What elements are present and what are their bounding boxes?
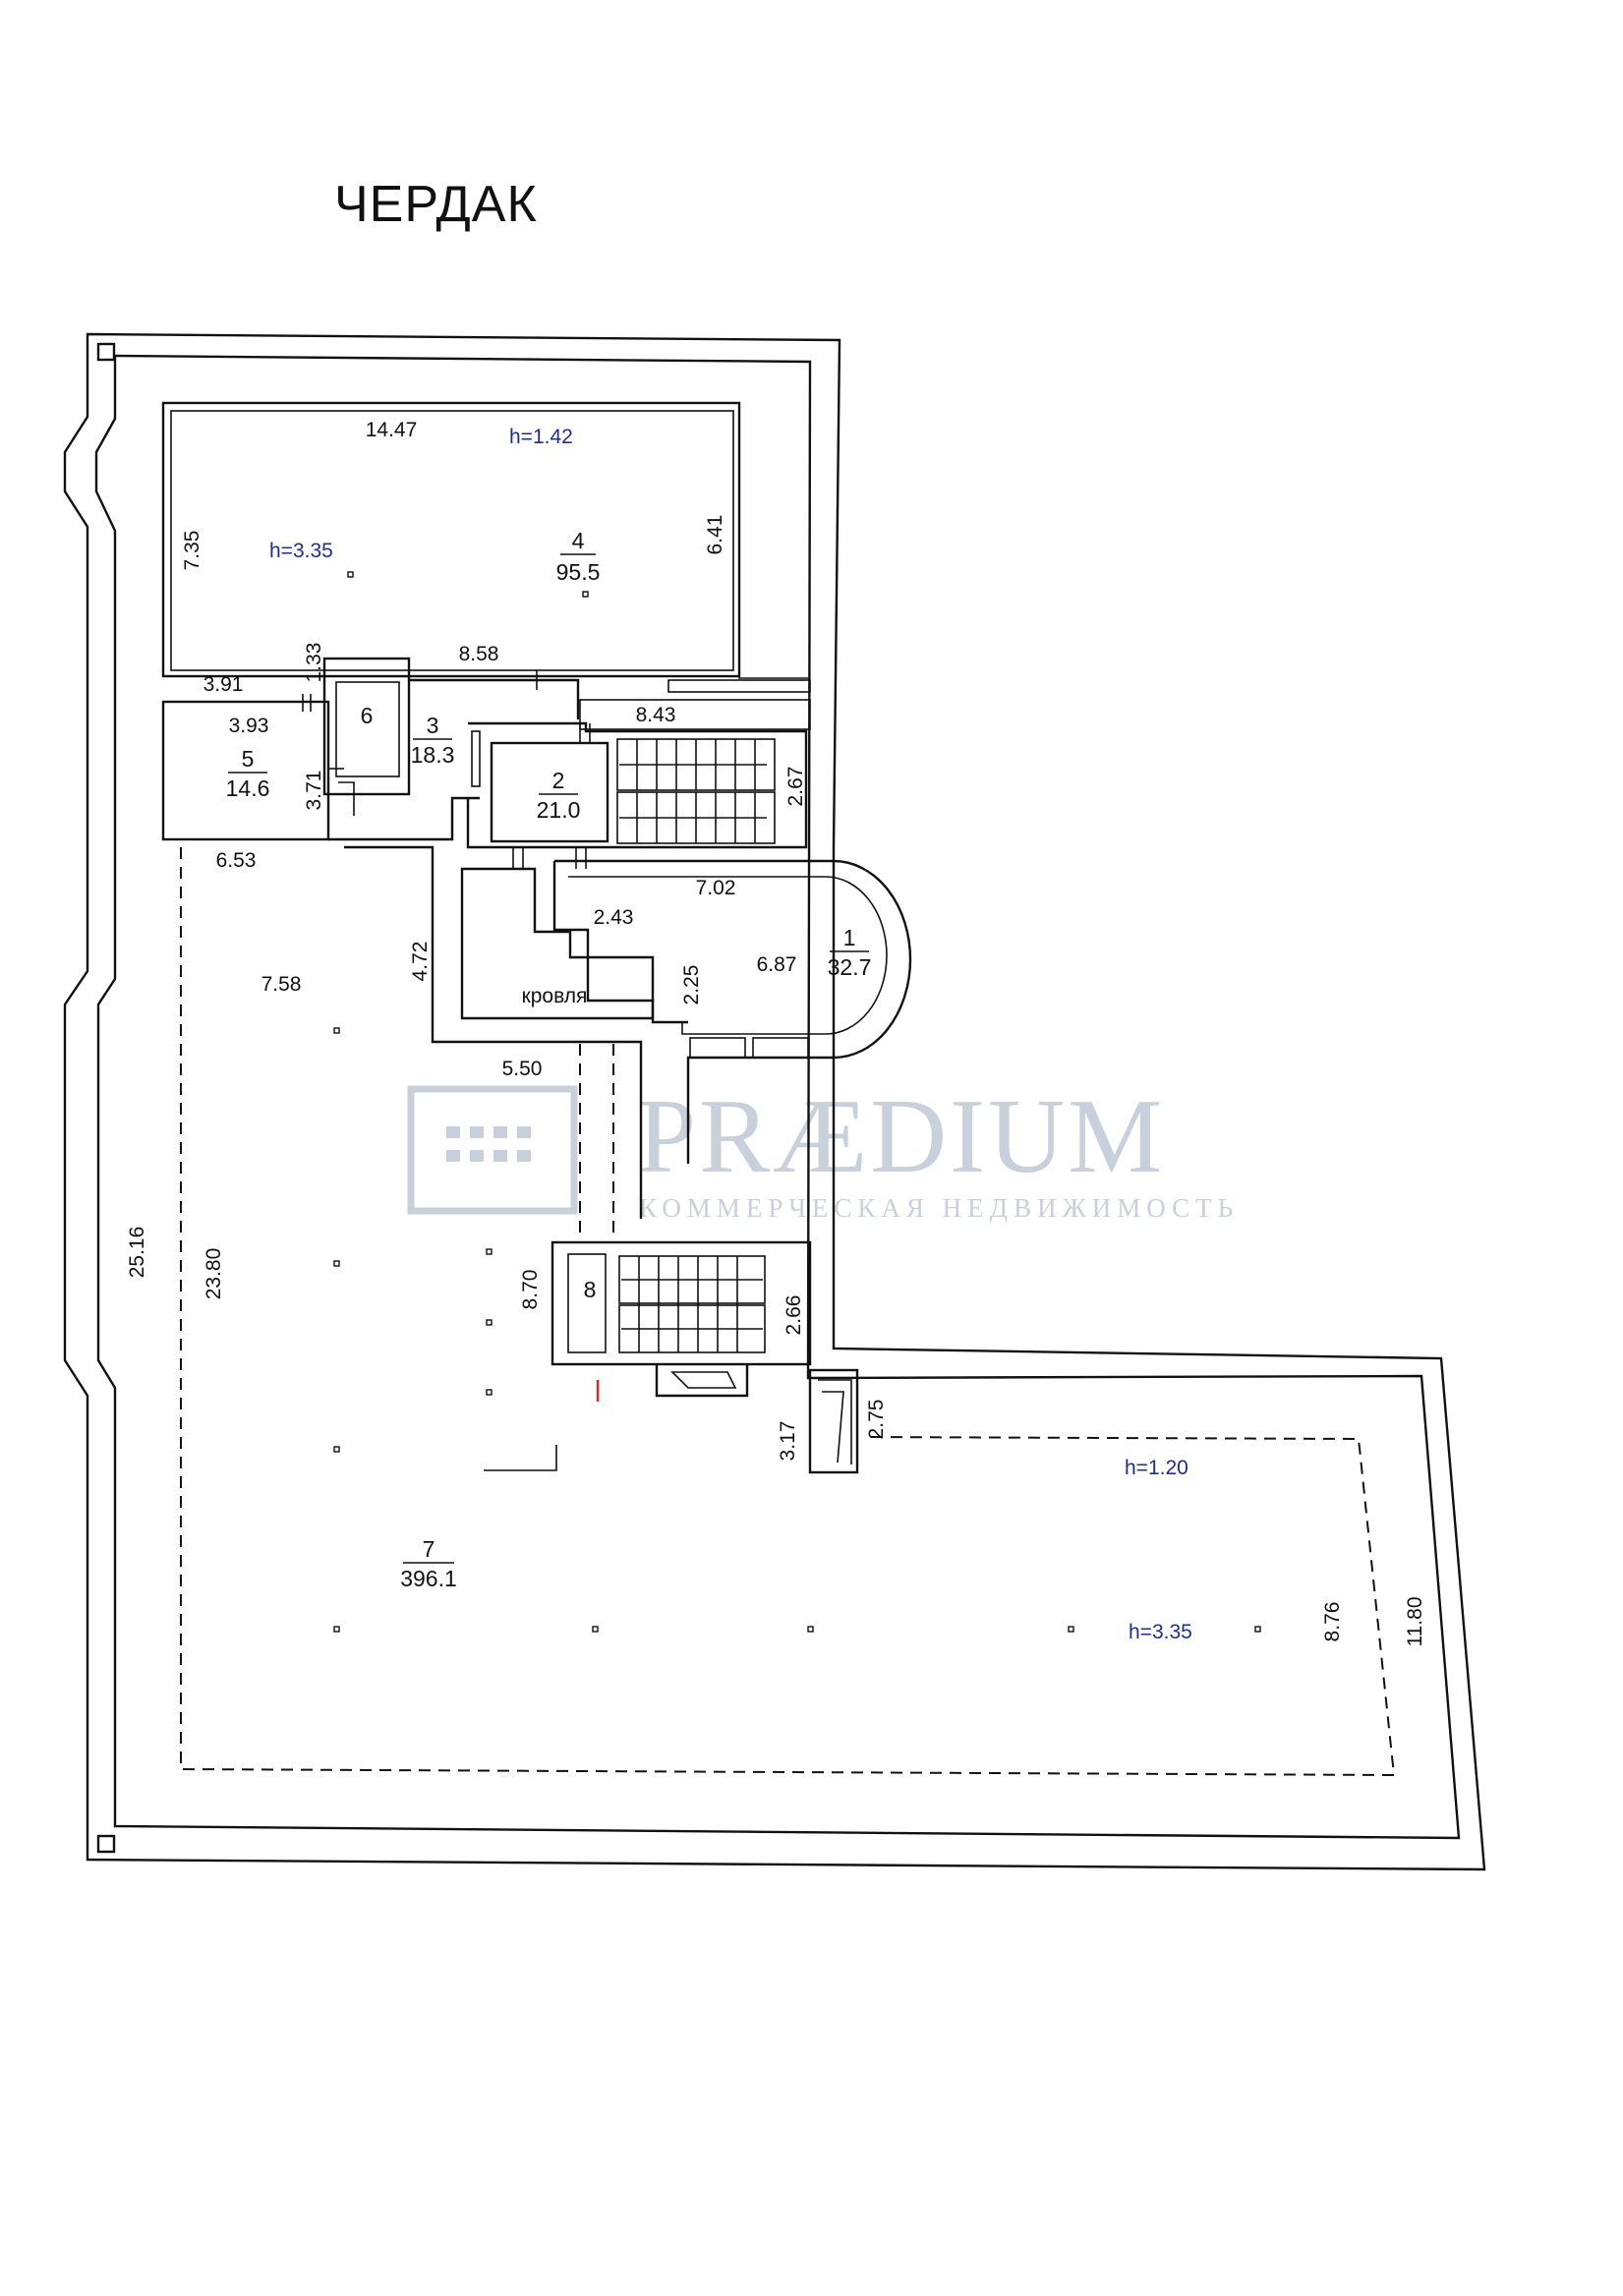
room-1-area: 32.7	[828, 954, 872, 980]
dim-2-25: 2.25	[680, 965, 703, 1005]
dim-2-67: 2.67	[784, 767, 807, 807]
dim-8-58: 8.58	[459, 643, 499, 665]
dim-6-53: 6.53	[216, 849, 257, 872]
room-1-number: 1	[843, 925, 856, 950]
opening-ticks	[302, 670, 591, 869]
room-4-area: 95.5	[556, 559, 601, 585]
dim-3-17: 3.17	[777, 1421, 799, 1462]
dim-4-72: 4.72	[409, 942, 432, 982]
room-5-number: 5	[242, 746, 255, 772]
room-2-number: 2	[552, 768, 565, 793]
room-6-number: 6	[361, 703, 374, 728]
dim-11-80: 11.80	[1404, 1597, 1426, 1647]
roof-label: кровля	[522, 985, 588, 1007]
dim-3-93: 3.93	[229, 715, 269, 737]
dim-7-58: 7.58	[261, 973, 302, 996]
room-2-area: 21.0	[537, 797, 581, 823]
dim-8-43: 8.43	[636, 704, 676, 726]
height-labels: h=1.42 h=3.35 h=1.20 h=3.35	[269, 426, 1192, 1643]
dim-1-33: 1.33	[303, 643, 325, 683]
dim-2-66: 2.66	[783, 1295, 805, 1336]
plan-title: ЧЕРДАК	[334, 176, 538, 233]
dim-6-41: 6.41	[704, 515, 726, 555]
room-8-stair	[551, 1240, 859, 1474]
height-label-low-zone: h=1.20	[1125, 1457, 1188, 1479]
outer-walls	[63, 332, 1486, 1871]
corner-column-bottom	[96, 1834, 116, 1854]
room-7-number: 7	[423, 1536, 435, 1562]
dim-6-87: 6.87	[757, 953, 797, 976]
room-3-area: 18.3	[411, 742, 455, 768]
dim-25-16: 25.16	[126, 1227, 148, 1279]
room-3-number: 3	[427, 713, 439, 738]
dim-7-02: 7.02	[696, 877, 736, 899]
dim-5-50: 5.50	[502, 1058, 543, 1080]
room-2-stair	[466, 721, 808, 849]
dim-2-75: 2.75	[865, 1400, 888, 1440]
column-markers	[333, 571, 1261, 1633]
rooms-5-6-3	[161, 657, 643, 1219]
room-labels: 4 95.5 5 14.6 6 3 18.3 2 21.0 1 32.7 8 7…	[226, 528, 872, 1591]
dimension-labels: 14.47 7.35 6.41 8.58 1.33 3.91 3.93 3.71…	[126, 419, 1426, 1647]
room-4	[161, 401, 811, 730]
height-label-room-4: h=3.35	[269, 540, 333, 562]
height-label-room-7: h=3.35	[1129, 1621, 1192, 1643]
room-8-number: 8	[584, 1277, 597, 1302]
watermark-brand: PRÆDIUM	[637, 1078, 1165, 1195]
dim-8-70: 8.70	[519, 1270, 542, 1310]
watermark-logo-icon	[407, 1085, 578, 1215]
dim-3-71: 3.71	[303, 771, 325, 811]
room-7-low-zones	[180, 847, 1396, 1777]
roof-zone	[460, 867, 655, 1020]
watermark-subtitle: КОММЕРЧЕСКАЯ НЕДВИЖИМОСТЬ	[639, 1193, 1239, 1223]
room-4-number: 4	[572, 528, 585, 553]
dim-3-91: 3.91	[203, 673, 244, 696]
dim-7-35: 7.35	[181, 531, 203, 571]
corner-column-top	[96, 342, 116, 362]
dim-8-76: 8.76	[1321, 1602, 1344, 1642]
dim-23-80: 23.80	[203, 1248, 225, 1300]
height-label-room-4-top: h=1.42	[509, 426, 573, 448]
dim-2-43: 2.43	[594, 906, 634, 929]
room-1	[552, 859, 912, 1164]
room-7-area: 396.1	[400, 1566, 457, 1591]
watermark: PRÆDIUM КОММЕРЧЕСКАЯ НЕДВИЖИМОСТЬ	[407, 1078, 1239, 1223]
dim-14-47: 14.47	[366, 419, 418, 441]
room-5-area: 14.6	[226, 775, 270, 801]
